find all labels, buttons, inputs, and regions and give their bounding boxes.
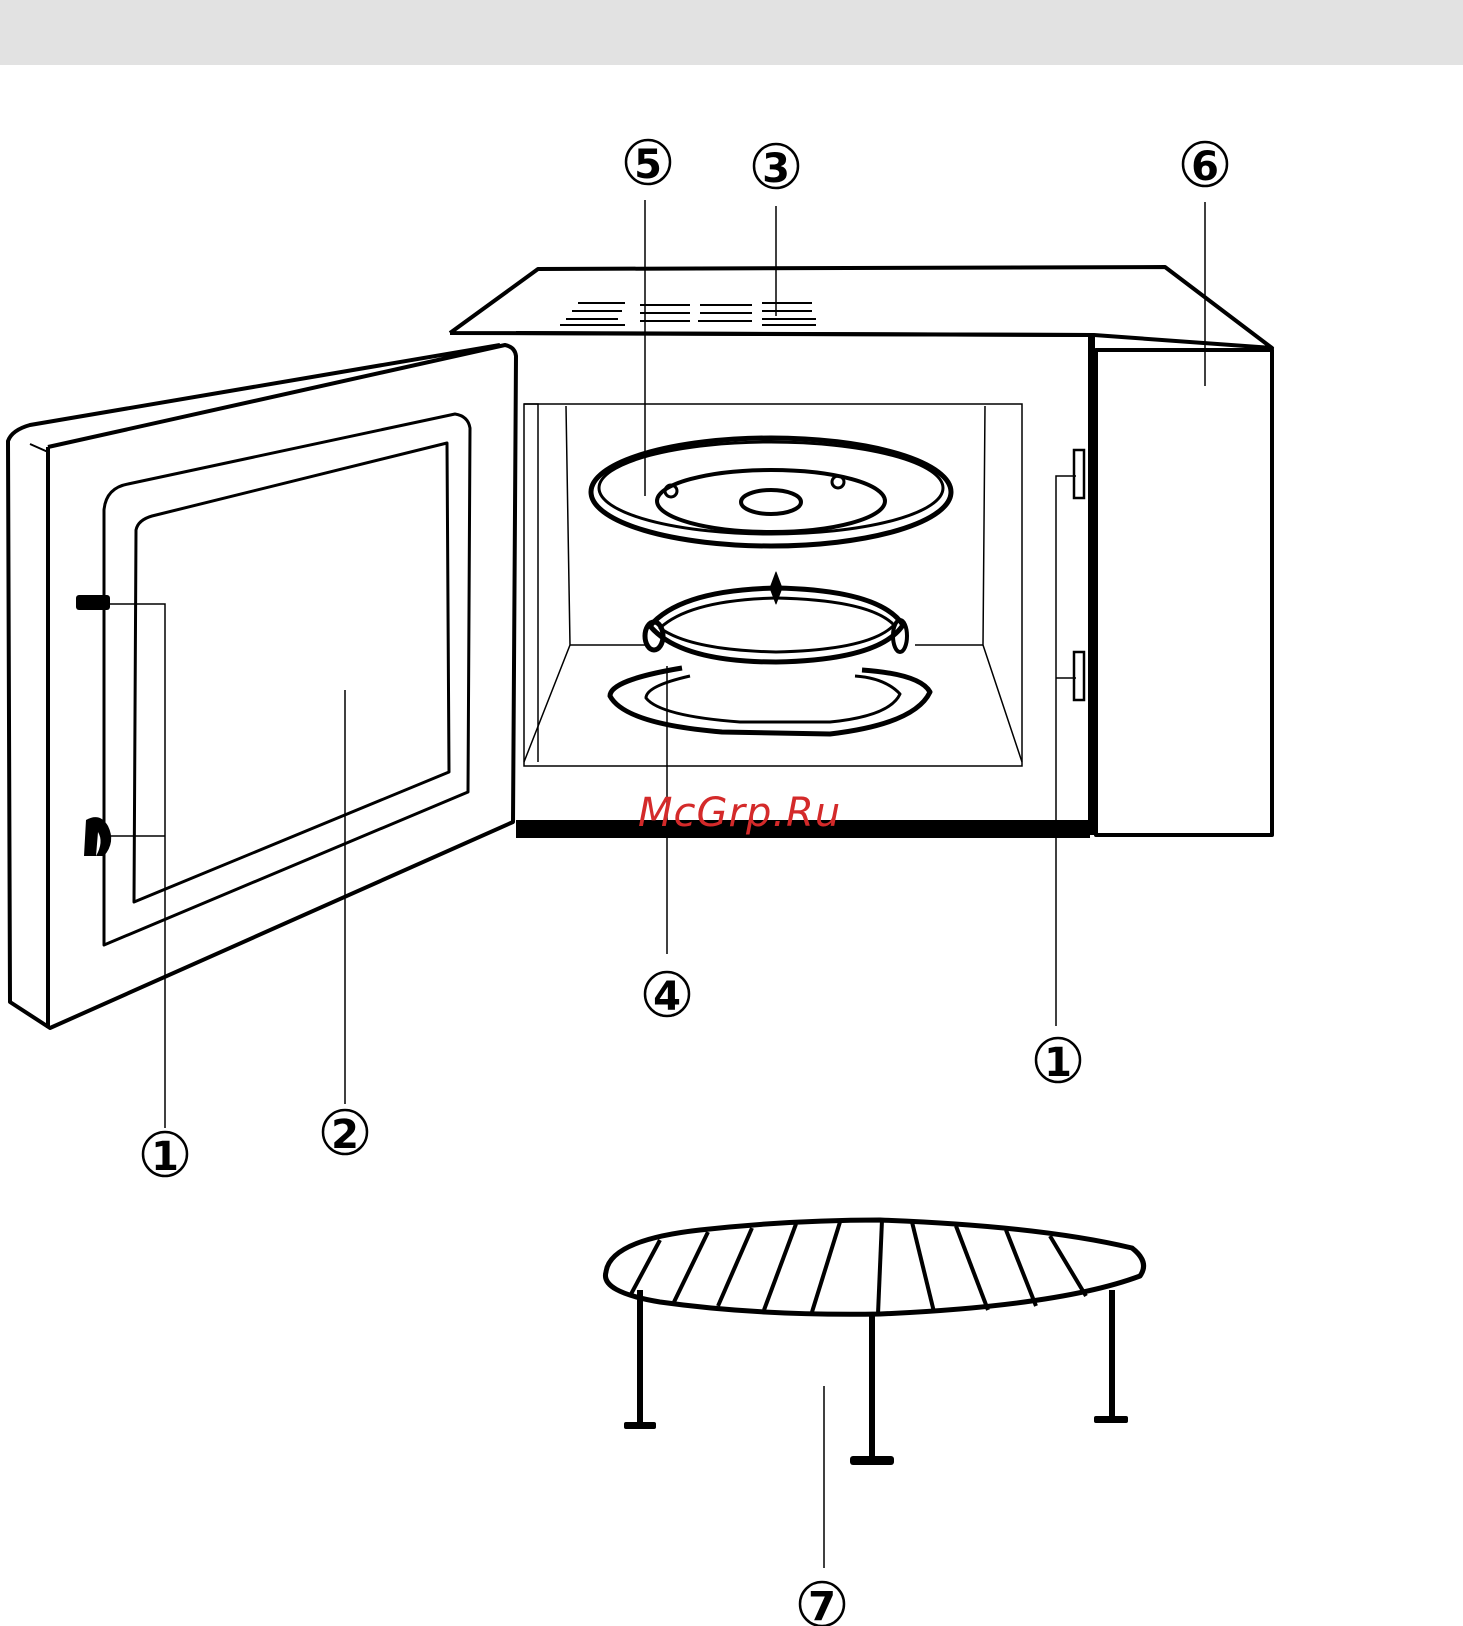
upper-latch-hook — [76, 595, 110, 610]
grill-rack — [605, 1220, 1143, 1458]
svg-text:1: 1 — [151, 1134, 179, 1180]
callout-2: 2 — [323, 1110, 367, 1158]
svg-text:2: 2 — [331, 1112, 359, 1158]
callout-4: 4 — [645, 972, 689, 1020]
top-vents — [560, 303, 816, 325]
svg-text:3: 3 — [762, 146, 790, 192]
interlock-switches — [1074, 450, 1084, 700]
callout-1-right: 1 — [1036, 1038, 1080, 1086]
leader-lines — [110, 200, 1205, 1568]
callout-3: 3 — [754, 144, 798, 192]
grill-rack-feet — [624, 1416, 1128, 1465]
callout-6: 6 — [1183, 142, 1227, 190]
svg-text:5: 5 — [634, 142, 662, 188]
svg-text:1: 1 — [1044, 1040, 1072, 1086]
svg-text:7: 7 — [808, 1584, 836, 1626]
door — [8, 345, 516, 1028]
svg-text:4: 4 — [653, 974, 681, 1020]
callout-5: 5 — [626, 140, 670, 188]
cabinet — [450, 267, 1272, 835]
roller-ring — [610, 572, 930, 734]
watermark-text: McGrp.Ru — [638, 790, 841, 836]
lower-latch-hook — [84, 817, 111, 856]
svg-text:6: 6 — [1191, 144, 1219, 190]
callout-7: 7 — [800, 1582, 844, 1626]
callout-1-left: 1 — [143, 1132, 187, 1180]
